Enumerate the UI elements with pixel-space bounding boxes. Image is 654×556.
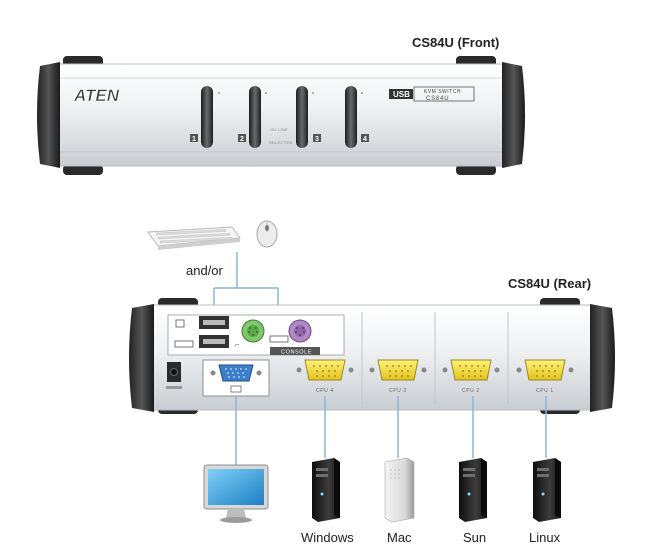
front-view-title: CS84U (Front) xyxy=(412,35,499,50)
model-line-1: KVM SWITCH xyxy=(424,89,461,95)
led-indicators xyxy=(218,92,363,94)
windows-tower-icon xyxy=(312,458,340,522)
usb-port-lower[interactable] xyxy=(199,335,229,348)
port-select-button-2[interactable]: 2 xyxy=(238,86,261,148)
computer-label-mac: Mac xyxy=(387,530,412,545)
ps2-mouse-port[interactable] xyxy=(241,319,265,343)
svg-text:⌐: ⌐ xyxy=(235,342,239,349)
cpu-port-label-3: CPU 3 xyxy=(389,388,407,394)
usb-badge: USB xyxy=(393,90,410,99)
cpu-port-label-2: CPU 2 xyxy=(462,388,480,394)
model-line-2: CS84U xyxy=(426,96,449,102)
rear-view-title: CS84U (Rear) xyxy=(508,276,591,291)
port-number-3: 3 xyxy=(315,136,319,143)
cpu-port-3[interactable]: CPU 3 xyxy=(369,359,427,394)
port-number-2: 2 xyxy=(240,136,244,143)
console-label: CONSOLE xyxy=(281,350,312,356)
cpu-port-label-4: CPU 4 xyxy=(316,388,334,394)
port-select-button-1[interactable]: 1 xyxy=(190,86,213,148)
computer-label-windows: Windows xyxy=(301,530,354,545)
linux-tower-icon xyxy=(533,458,561,522)
cpu-port-4[interactable]: CPU 4 xyxy=(296,359,354,394)
computer-label-linux: Linux xyxy=(529,530,561,545)
power-jack[interactable] xyxy=(166,362,182,389)
cpu-port-label-1: CPU 1 xyxy=(536,388,554,394)
computer-label-sun: Sun xyxy=(463,530,486,545)
port-select-button-4[interactable]: 4 xyxy=(345,86,369,148)
mouse-icon xyxy=(256,220,278,248)
sun-tower-icon xyxy=(459,458,487,522)
kvm-switch-front xyxy=(37,56,525,175)
computer-cables xyxy=(235,396,547,465)
usb-port-upper[interactable] xyxy=(199,316,229,329)
console-cables xyxy=(213,252,279,313)
cpu-port-1[interactable]: CPU 1 xyxy=(516,359,574,394)
on-line-label: ON LINE xyxy=(270,127,288,132)
port-select-button-3[interactable]: 3 xyxy=(296,86,321,148)
ps2-keyboard-port[interactable] xyxy=(288,319,312,343)
monitor-icon xyxy=(203,464,269,523)
cpu-port-2[interactable]: CPU 2 xyxy=(442,359,500,394)
keyboard-icon xyxy=(147,226,241,250)
port-number-4: 4 xyxy=(363,136,367,143)
aten-logo: ATEN xyxy=(73,86,120,105)
selected-label: SELECTED xyxy=(269,140,293,145)
and-or-label: and/or xyxy=(186,263,224,278)
monitor-vga-port[interactable] xyxy=(202,359,270,397)
model-badge: USB KVM SWITCH CS84U xyxy=(389,86,475,102)
port-number-1: 1 xyxy=(192,136,196,143)
mac-tower-icon xyxy=(384,457,415,523)
